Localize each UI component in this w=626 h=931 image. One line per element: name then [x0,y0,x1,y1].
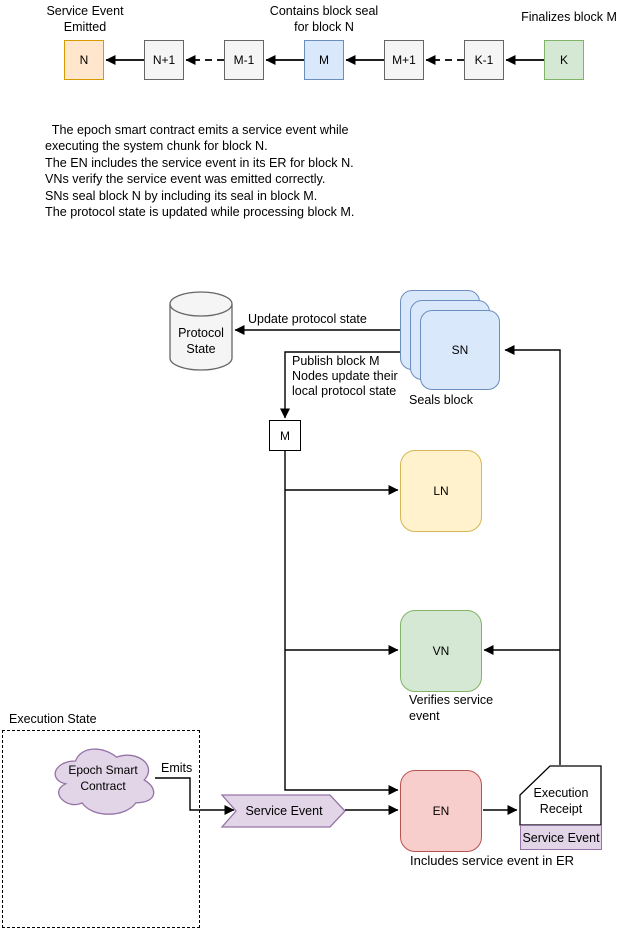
protocol-state-line: State [186,342,216,356]
receipt-line: Execution [533,786,589,800]
contract-line: Contract [80,779,126,793]
service-event-label: Service Event [245,804,323,818]
annotation-line: Emitted [63,20,107,34]
receipt-service-event-band: Service Event [520,825,602,850]
note-line: The EN includes the service event in its… [45,155,354,170]
caption-seals-block: Seals block [409,393,473,407]
node-ln: LN [400,450,482,532]
annotation-line: Service Event [46,4,124,18]
note-line: The epoch smart contract emits a service… [45,123,349,137]
protocol-state-cylinder [169,291,233,371]
node-sn: SN [420,310,500,390]
flow-connectors [155,325,561,815]
annotation-contains-block-seal: Contains block seal for block N [264,3,384,35]
execution-state-label: Execution State [9,712,97,726]
annotation-service-event-emitted: Service Event Emitted [35,3,135,35]
edge-label-emits: Emits [161,761,193,775]
published-block-m: M [269,420,301,451]
chain-block-k: K [544,40,584,80]
chain-block-n-plus-1: N+1 [144,40,184,80]
contract-line: Epoch Smart [68,763,138,777]
publish-line: local protocol state [292,384,397,398]
protocol-state-line: Protocol [178,326,224,340]
node-en: EN [400,770,482,852]
chain-block-m: M [304,40,344,80]
execution-state-boundary [2,730,200,928]
publish-line: Nodes update their [292,369,398,383]
annotation-line: Contains block seal [269,4,379,18]
chain-block-m-minus-1: M-1 [224,40,264,80]
edge-label-publish-block-m: Publish block M Nodes update their local… [292,354,412,399]
chain-block-n: N [64,40,104,80]
annotation-finalizes-block-m: Finalizes block M [521,10,617,24]
annotation-line: for block N [294,20,354,34]
publish-line: Publish block M [292,354,380,368]
note-line: executing the system chunk for block N. [45,139,268,154]
chain-block-m-plus-1: M+1 [384,40,424,80]
protocol-state-label: Protocol State [170,325,232,357]
edge-label-update-protocol-state: Update protocol state [248,312,367,326]
node-vn: VN [400,610,482,692]
edge-sn-to-block-m [280,351,430,419]
chain-block-k-minus-1: K-1 [464,40,504,80]
service-event-banner [220,794,346,828]
caption-includes-service-event-in-er: Includes service event in ER [410,853,575,868]
edge-contract-emits-service-event [155,777,235,815]
edge-receipt-to-sn [504,345,561,765]
epoch-smart-contract-cloud [54,748,155,815]
note-line: The protocol state is updated while proc… [45,205,355,220]
caption-verifies-service-event: Verifies service event [409,693,494,723]
receipt-line: Receipt [539,802,583,816]
execution-receipt-label: Execution Receipt [524,785,598,817]
epoch-smart-contract-label: Epoch Smart Contract [58,762,148,794]
edge-m-to-en [284,451,399,795]
notes-paragraph: The epoch smart contract emits a service… [45,122,465,220]
note-line: VNs verify the service event was emitted… [45,172,326,187]
note-line: SNs seal block N by including its seal i… [45,188,318,203]
